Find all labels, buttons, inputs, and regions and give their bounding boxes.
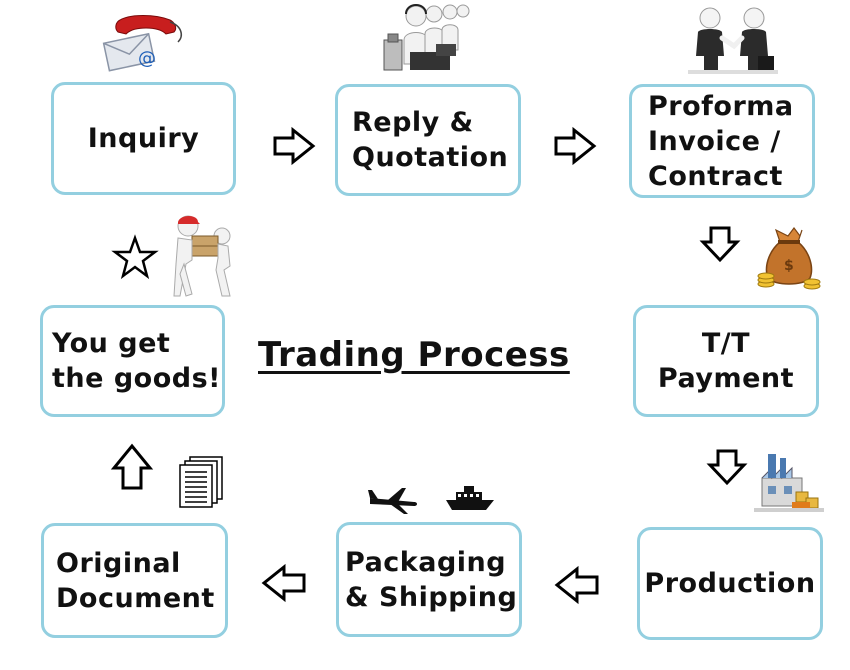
arrow-right-2	[554, 126, 597, 166]
money-bag-icon: $	[757, 227, 821, 290]
arrow-up-1	[110, 443, 154, 490]
handshake-icon	[688, 7, 778, 74]
factory-icon	[754, 454, 824, 512]
step-get-goods: You get the goods!	[40, 305, 225, 417]
step-production: Production	[637, 527, 823, 640]
step-proforma-invoice: Proforma Invoice / Contract	[629, 84, 815, 198]
step-production-label: Production	[644, 568, 816, 599]
step-packaging-shipping: Packaging & Shipping	[336, 522, 522, 637]
step-tt-payment-label: T/T Payment	[657, 328, 795, 394]
phone-email-icon: @	[102, 15, 183, 72]
arrow-left-2	[261, 563, 306, 603]
svg-text:@: @	[138, 48, 156, 69]
star-icon	[111, 234, 159, 280]
call-center-icon	[383, 4, 470, 71]
delivery-man-icon	[173, 215, 231, 297]
airplane-icon	[368, 488, 417, 514]
step-proforma-invoice-label: Proforma Invoice / Contract	[648, 90, 794, 192]
arrow-left-1	[554, 565, 599, 605]
step-original-document: Original Document	[41, 523, 228, 638]
arrow-down-2	[706, 449, 748, 486]
ship-icon	[446, 486, 494, 510]
diagram-title: Trading Process	[258, 335, 570, 375]
step-original-document-label: Original Document	[56, 547, 215, 614]
step-inquiry-label: Inquiry	[87, 123, 200, 154]
arrow-right-1	[273, 126, 316, 166]
step-inquiry: Inquiry	[51, 82, 236, 195]
step-reply-quotation: Reply & Quotation	[335, 84, 521, 196]
svg-text:$: $	[784, 258, 794, 274]
documents-icon	[179, 456, 223, 508]
arrow-down-1	[699, 226, 741, 263]
step-get-goods-label: You get the goods!	[52, 328, 221, 394]
step-tt-payment: T/T Payment	[633, 305, 819, 417]
step-packaging-shipping-label: Packaging & Shipping	[345, 546, 518, 613]
step-reply-quotation-label: Reply & Quotation	[352, 107, 509, 173]
